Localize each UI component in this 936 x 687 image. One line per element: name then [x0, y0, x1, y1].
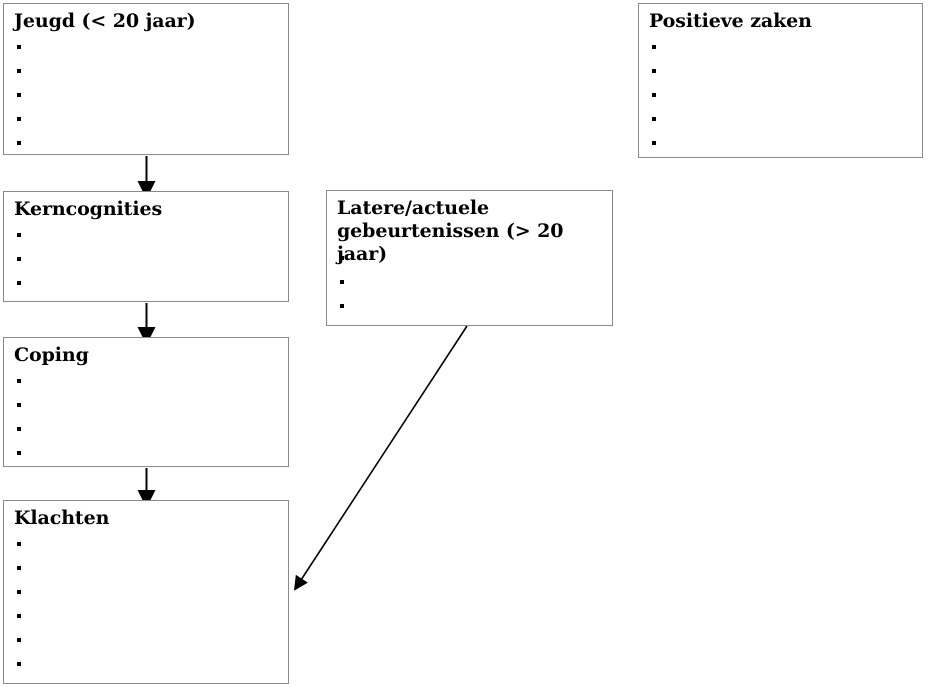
box-kerncognities: Kerncognities	[3, 191, 289, 302]
box-coping-title: Coping	[14, 344, 89, 366]
box-klachten: Klachten	[3, 500, 289, 684]
box-kerncognities-title: Kerncognities	[14, 198, 163, 220]
box-latere-actuele-gebeurtenissen: Latere/actuele gebeurtenissen (> 20 jaar…	[326, 190, 613, 326]
box-coping: Coping	[3, 337, 289, 467]
box-jeugd-title: Jeugd (< 20 jaar)	[14, 10, 196, 32]
box-latere-actuele-gebeurtenissen-title: Latere/actuele gebeurtenissen (> 20 jaar…	[337, 197, 564, 265]
arrow-gebeurtenissen-to-klachten	[293, 325, 468, 591]
box-klachten-title: Klachten	[14, 507, 110, 529]
box-jeugd: Jeugd (< 20 jaar)	[3, 3, 289, 155]
box-positieve-zaken-title: Positieve zaken	[649, 10, 812, 32]
box-positieve-zaken: Positieve zaken	[638, 3, 923, 158]
